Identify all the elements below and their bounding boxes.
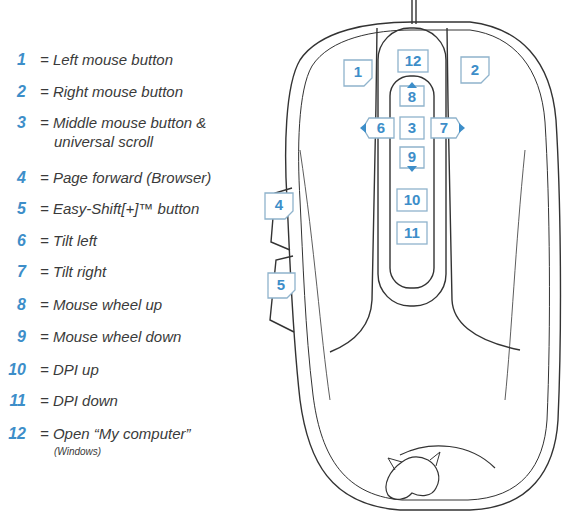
button-description: = Tilt right xyxy=(40,262,259,281)
button-description: = Left mouse button xyxy=(40,50,259,69)
callout-number: 4 xyxy=(264,195,294,215)
callout-number: 11 xyxy=(4,392,26,410)
button-description: = Middle mouse button & universal scroll xyxy=(40,113,259,151)
button-description: = Page forward (Browser) xyxy=(40,168,259,187)
callout-number: 4 xyxy=(4,169,26,187)
callout-number: 6 xyxy=(366,118,396,138)
callout-number: 3 xyxy=(4,114,26,132)
callout-number: 1 xyxy=(4,51,26,69)
callout-number: 7 xyxy=(4,263,26,281)
callout-number: 8 xyxy=(4,296,26,314)
callout-number: 9 xyxy=(397,147,427,167)
callout-number: 10 xyxy=(397,190,427,210)
button-description: = Mouse wheel down xyxy=(40,327,259,346)
button-description: = Tilt left xyxy=(40,231,259,250)
button-description: = Mouse wheel up xyxy=(40,295,259,314)
button-description: = DPI up xyxy=(40,360,259,379)
callout-number: 2 xyxy=(460,60,490,80)
callout-number: 3 xyxy=(397,118,427,138)
callout-number: 9 xyxy=(4,328,26,346)
callout-number: 12 xyxy=(4,425,26,443)
callout-number: 10 xyxy=(4,361,26,379)
callout-number: 12 xyxy=(398,51,428,71)
callout-number: 2 xyxy=(4,83,26,101)
callout-number: 5 xyxy=(4,200,26,218)
callout-number: 7 xyxy=(429,118,459,138)
button-description: = Right mouse button xyxy=(40,82,259,101)
note-text: (Windows) xyxy=(54,446,101,458)
button-description: = DPI down xyxy=(40,391,259,410)
button-description: = Easy-Shift[+]™ button xyxy=(40,199,259,218)
callout-number: 6 xyxy=(4,232,26,250)
callout-number: 1 xyxy=(343,62,373,82)
button-description: = Open “My computer” xyxy=(40,424,259,443)
callout-number: 11 xyxy=(397,223,427,243)
callout-number: 8 xyxy=(397,87,427,107)
callout-number: 5 xyxy=(266,275,296,295)
